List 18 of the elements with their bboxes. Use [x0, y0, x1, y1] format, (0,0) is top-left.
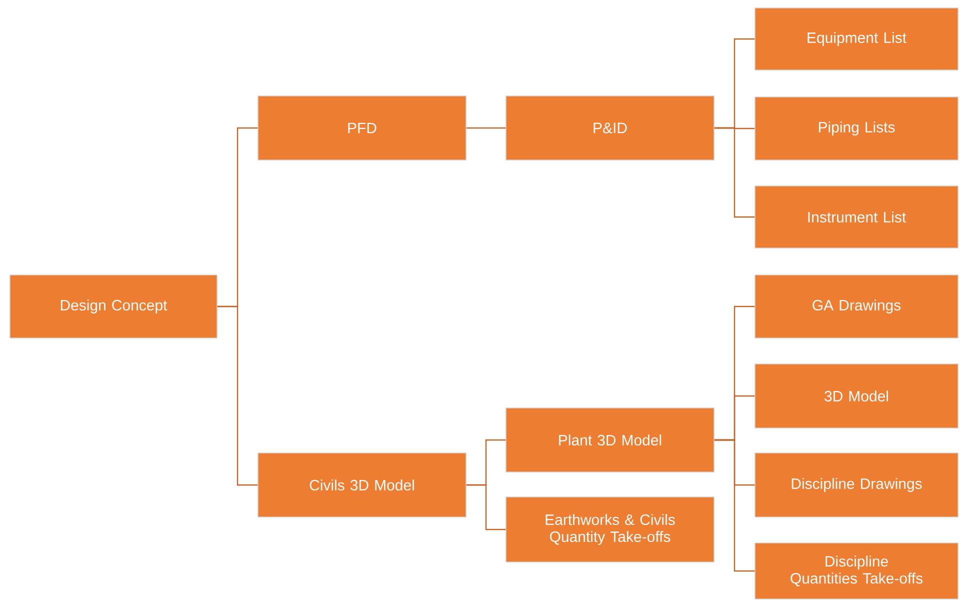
process-box: Discipline Quantities Take-offs: [754, 542, 958, 600]
connector-line: [714, 439, 755, 572]
process-box: GA Drawings: [754, 274, 958, 338]
process-box: P&ID: [506, 96, 714, 160]
process-box: Discipline Drawings: [754, 452, 958, 518]
process-box: Civils 3D Model: [258, 452, 466, 518]
connector-line: [714, 127, 755, 218]
process-box: Instrument List: [754, 186, 958, 248]
process-box: Design Concept: [10, 274, 218, 338]
connector-line: [466, 127, 506, 129]
process-box: Plant 3D Model: [506, 408, 714, 472]
process-box: Piping Lists: [754, 96, 958, 160]
process-box: 3D Model: [754, 364, 958, 428]
process-box: PFD: [258, 96, 466, 160]
connector-line: [466, 484, 506, 530]
process-box: Equipment List: [754, 8, 958, 70]
connector-line: [217, 306, 258, 486]
process-box: Earthworks & Civils Quantity Take-offs: [506, 496, 714, 562]
